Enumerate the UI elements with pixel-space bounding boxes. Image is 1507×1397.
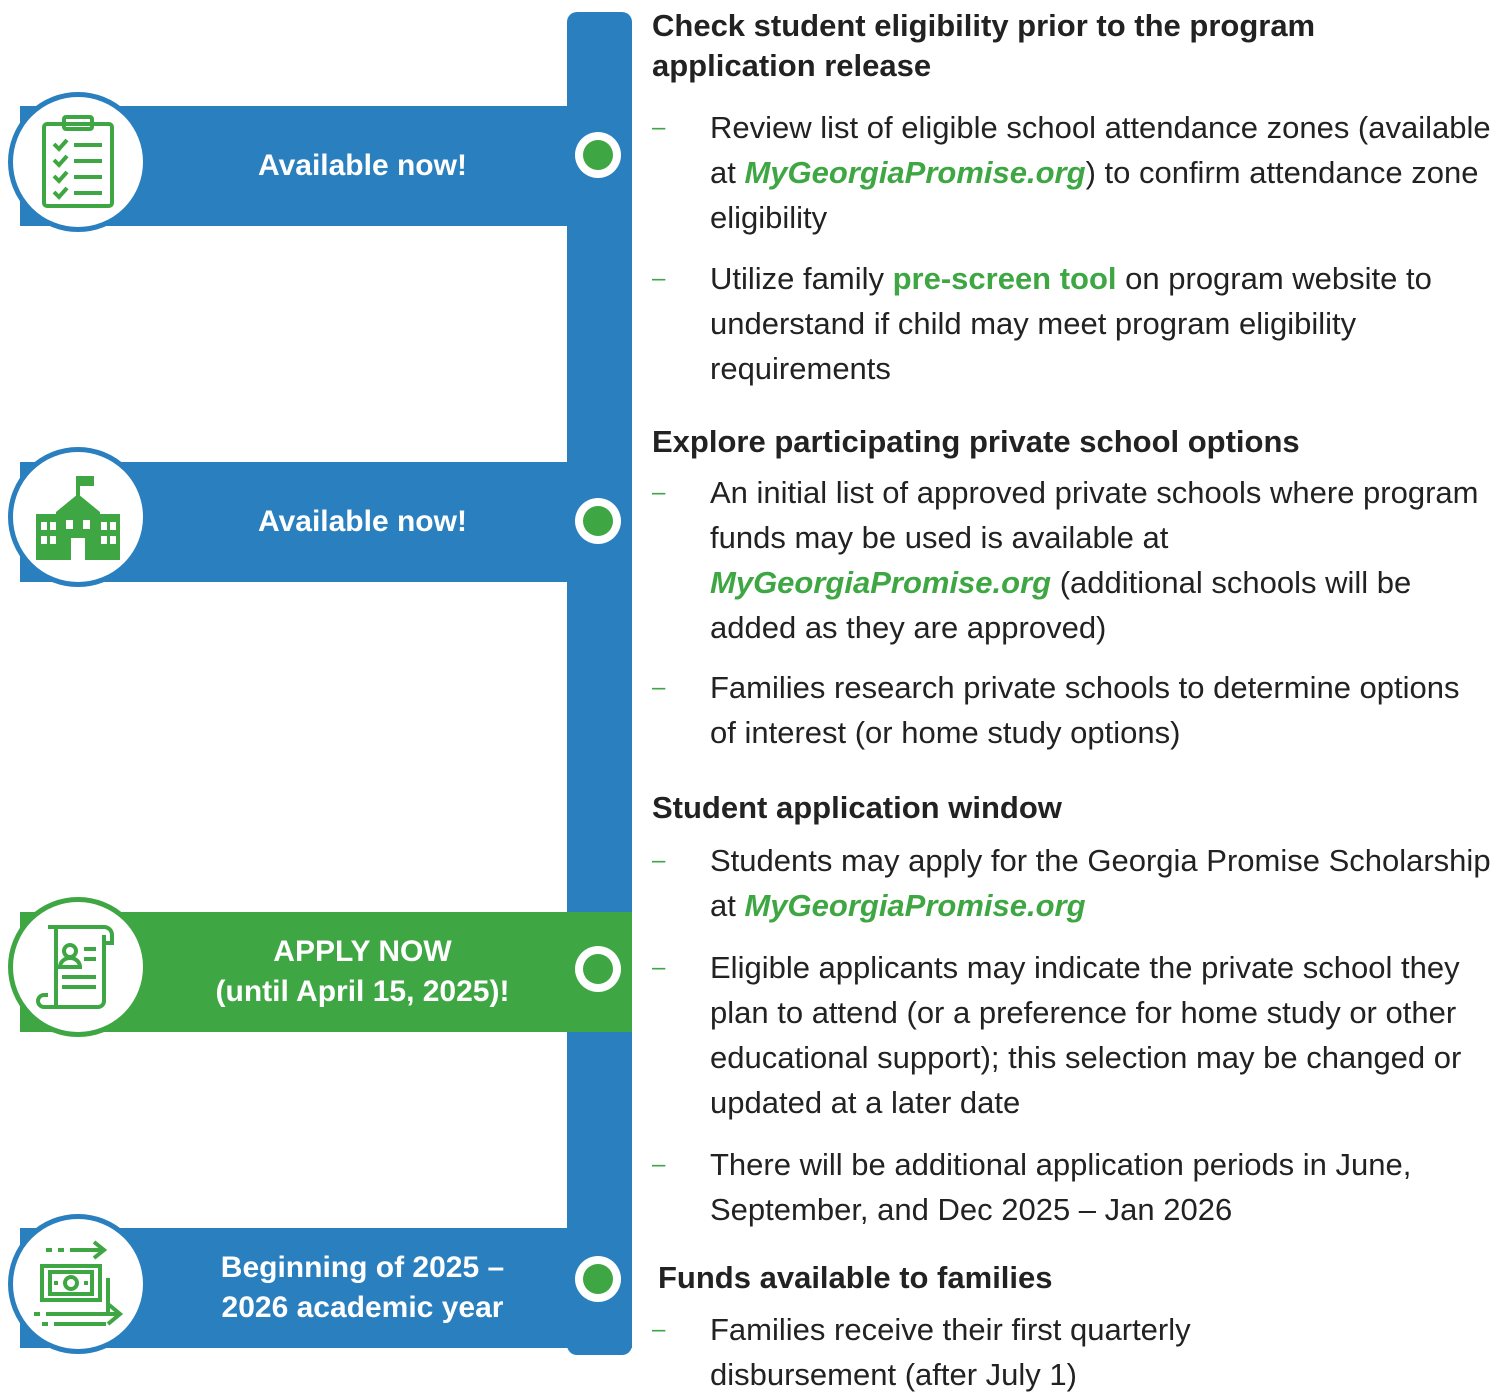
bullet-2-1: – An initial list of approved private sc… [652,470,1492,650]
timeline-dot-3 [575,946,621,992]
bullet-text: Students may apply for the Georgia Promi… [710,843,1491,923]
mygeorgiapromise-link[interactable]: MyGeorgiaPromise.org [744,888,1086,923]
timeline-spine [567,12,632,1355]
bullet-3-3: – There will be additional application p… [652,1142,1492,1232]
section-title-4: Funds available to families [658,1260,1053,1295]
milestone-icon-circle-1 [8,92,148,232]
bullet-3-1: – Students may apply for the Georgia Pro… [652,838,1492,928]
bullet-text: ) to confirm attendance zone eligibility [710,155,1479,235]
timeline-dot-1 [575,132,621,178]
section-title-2: Explore participating private school opt… [652,424,1300,459]
bullet-dash: – [652,479,666,506]
bullet-dash: – [652,674,666,701]
mygeorgiapromise-link[interactable]: MyGeorgiaPromise.org [710,565,1052,600]
bullet-2-2: – Families research private schools to d… [652,665,1492,755]
milestone-label-2: Available now! [258,505,467,538]
bullet-text: There will be additional application per… [710,1147,1412,1227]
bullet-text: Utilize family [710,261,893,296]
bullet-dash: – [652,1151,666,1178]
bullet-dash: – [652,265,666,292]
milestone-label-4: Beginning of 2025 – 2026 academic year [220,1251,505,1324]
bullet-dash: – [652,954,666,981]
clipboard-checklist-icon [42,115,114,208]
pre-screen-tool-link[interactable]: pre-screen tool [892,261,1117,296]
bullet-dash: – [652,1316,666,1343]
bullet-4-1: – Families receive their first quarterly… [652,1307,1252,1397]
section-title-1: Check student eligibility prior to the p… [652,8,1316,83]
bullet-1-2: – Utilize family pre-screen tool on prog… [652,256,1492,391]
bullet-text: (additional schools will be added as the… [710,565,1412,645]
milestone-icon-circle-2 [8,447,148,587]
milestone-label-1: Available now! [258,149,467,182]
money-transfer-icon [34,1240,124,1326]
bullet-dash: – [652,114,666,141]
bullet-text: Review list of eligible school attendanc… [710,110,1491,190]
bullet-text: on program website to understand if chil… [710,261,1432,386]
section-title-3: Student application window [652,790,1062,825]
bullet-dash: – [652,847,666,874]
milestone-icon-circle-4 [8,1214,148,1354]
application-document-icon [36,925,114,1009]
bullet-3-2: – Eligible applicants may indicate the p… [652,945,1492,1125]
milestone-label-3: APPLY NOW (until April 15, 2025)! [215,935,510,1008]
mygeorgiapromise-link[interactable]: MyGeorgiaPromise.org [744,155,1086,190]
milestone-icon-circle-3 [8,897,148,1037]
timeline-dot-2 [575,498,621,544]
bullet-text: Families receive their first quarterly d… [710,1312,1191,1392]
bullet-text: Families research private schools to det… [710,670,1460,750]
bullet-text: Eligible applicants may indicate the pri… [710,950,1462,1120]
bullet-text: An initial list of approved private scho… [710,475,1479,555]
school-building-icon [36,476,120,560]
bullet-1-1: – Review list of eligible school attenda… [652,105,1492,240]
timeline-dot-4 [575,1256,621,1302]
